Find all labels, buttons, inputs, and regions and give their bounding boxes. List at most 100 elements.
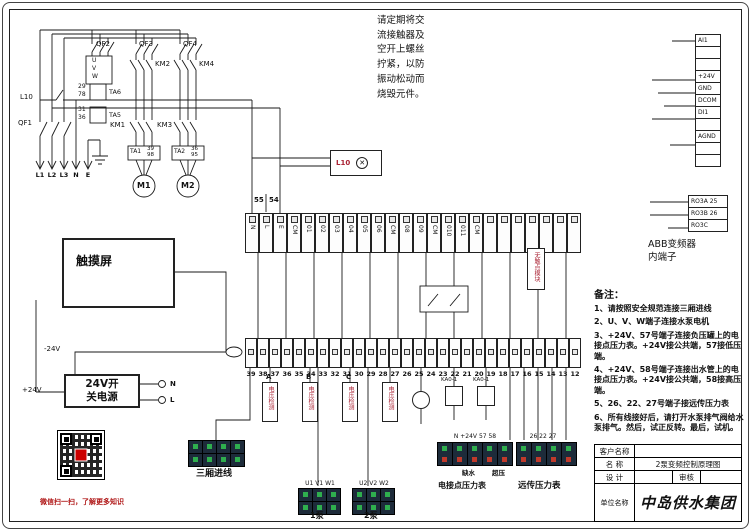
phase-label: N: [73, 171, 79, 179]
terminal-block: [498, 443, 512, 465]
terminal-number: 35: [294, 370, 304, 378]
terminal-screw: [458, 216, 466, 223]
terminal-block: [517, 443, 531, 465]
psu-neg-label: -24V: [44, 345, 61, 353]
thermal-ta5-label: TA5: [109, 111, 122, 119]
terminal-screw: [444, 216, 452, 223]
terminal-screw: [346, 216, 354, 223]
terminal-screw: [524, 349, 530, 355]
terminal-cell: [473, 338, 485, 368]
terminal-screw: [318, 216, 326, 223]
terminal-screw: [296, 349, 302, 355]
terminal-cell: [377, 338, 389, 368]
contactless-module-box: 无触点模块: [527, 248, 545, 290]
contactless-module-label: 无触点模块: [533, 252, 540, 282]
terminal-number: 23: [438, 370, 448, 378]
terminal-screw: [472, 216, 480, 223]
terminal-block: [327, 502, 340, 514]
design-value: [635, 471, 673, 483]
incoming-label: 三厢进线: [196, 469, 233, 479]
terminal-number: 28: [378, 370, 388, 378]
terminal-cell: E: [273, 213, 287, 253]
terminal-u-label: U: [92, 57, 97, 64]
terminal-screw: [486, 216, 494, 223]
terminal-block: [483, 443, 497, 465]
lower-terminal-strip: [245, 338, 581, 368]
terminal-cell: [353, 338, 365, 368]
terminal-number: 30: [354, 370, 364, 378]
touchscreen-label: 触摸屏: [76, 254, 113, 268]
terminal-screw: [356, 349, 362, 355]
customer-label: 客户名称: [595, 445, 635, 457]
terminal-screw: [452, 349, 458, 355]
terminal-cell: 08: [399, 213, 413, 253]
review-label: 审核: [673, 471, 701, 483]
terminal-block: [299, 489, 312, 501]
pressure-sensor-icon: [412, 391, 430, 409]
terminal-cell: [545, 338, 557, 368]
terminal-block: [381, 502, 394, 514]
remarks-title: 备注：: [594, 290, 624, 301]
terminal-block: [532, 443, 546, 465]
terminal-block: [367, 502, 380, 514]
terminal-screw: [388, 216, 396, 223]
qr-finder-icon: [60, 465, 72, 477]
drawing-name-value: 2泵变频控制原理图: [655, 459, 721, 469]
terminal-cell: 010: [441, 213, 455, 253]
terminal-cell: [425, 338, 437, 368]
terminal-block: [189, 454, 202, 466]
terminal-v-label: V: [92, 65, 97, 72]
breaker-l10-label: L10: [20, 93, 33, 101]
pump1-label: 1泵: [310, 511, 324, 520]
terminal-number: 37: [270, 370, 280, 378]
terminal-screw: [514, 216, 522, 223]
terminal-screw: [360, 216, 368, 223]
terminal-block: [468, 443, 482, 465]
terminal-label: E: [277, 225, 284, 229]
terminal-cell: CM: [469, 213, 483, 253]
terminal-label: 09: [417, 225, 424, 233]
terminal-cell: [245, 338, 257, 368]
terminal-screw: [276, 216, 284, 223]
contact-gauge-label: 电接点压力表: [438, 481, 486, 490]
terminal-cell: CM: [427, 213, 441, 253]
terminal-block: [562, 443, 576, 465]
terminal-screw: [548, 349, 554, 355]
terminal-label: 010: [445, 225, 452, 237]
terminal-cell: [521, 338, 533, 368]
terminal-block: [189, 441, 202, 453]
lamp-icon: ✕: [356, 157, 369, 169]
terminal-screw: [374, 216, 382, 223]
thermal-ta2-terminal-a: 36: [191, 146, 198, 152]
terminal-screw: [500, 349, 506, 355]
pressure-right-terminals-label: 26 22 27: [529, 433, 557, 440]
psu-box: 24V开 关电源: [64, 374, 140, 408]
drawing-frame-inner: [9, 9, 742, 522]
terminal-label: 01: [305, 225, 312, 233]
terminal-screw: [248, 216, 256, 223]
indicator-lamp-box: L10 ✕: [330, 150, 382, 176]
title-block-row: 单位名称 中岛供水集团: [595, 484, 741, 521]
terminal-screw: [262, 216, 270, 223]
pump2-terminals-label: U2 V2 W2: [359, 480, 389, 487]
terminal-number: 36: [282, 370, 292, 378]
lamp-circuit-label: L10: [336, 158, 351, 167]
terminal-block: [203, 454, 216, 466]
terminal-screw: [512, 349, 518, 355]
contactor-km1-label: KM1: [110, 121, 126, 129]
terminal-block: [217, 454, 230, 466]
detector-b-phase: B: [306, 373, 312, 381]
relay-ka2-label: KA0-1: [473, 377, 490, 383]
terminal-block: [203, 441, 216, 453]
detector-a-box: 电压检测: [262, 382, 278, 422]
thermal-ta6-terminal-b: 78: [78, 91, 86, 98]
terminal-block: [367, 489, 380, 501]
qr-finder-icon: [60, 433, 72, 445]
remark-item: 1、请按照安全规范连接三厢进线: [594, 304, 712, 313]
terminal-cell: 011: [455, 213, 469, 253]
terminal-number: 33: [318, 370, 328, 378]
terminal-label: CM: [291, 225, 298, 235]
terminal-cell: [485, 338, 497, 368]
title-block-row: 设 计 审核: [595, 471, 741, 484]
abb-terminal: [695, 154, 721, 167]
